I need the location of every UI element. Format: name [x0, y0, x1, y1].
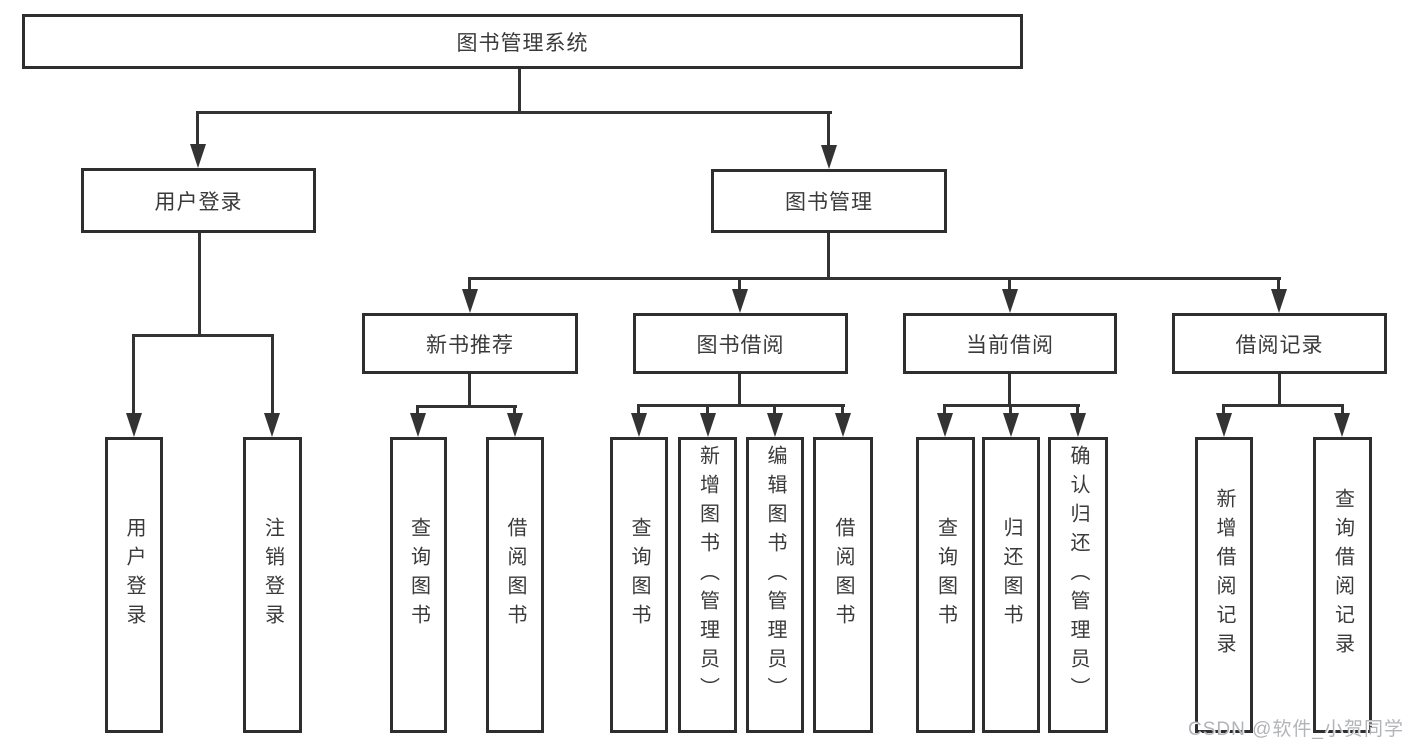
- connector-book-borrowing-split: [637, 404, 845, 407]
- node-book-borrowing: 图书借阅: [633, 313, 848, 374]
- connector-new-books-split: [416, 405, 517, 408]
- leaf-borrow-books-recommend: 借阅图书: [486, 437, 544, 733]
- connector-new-books-stem: [468, 374, 471, 408]
- arrowhead-user-login-icon: [190, 144, 206, 168]
- node-label: 图书管理: [785, 191, 873, 214]
- leaf-query-books-current: 查询图书: [916, 437, 975, 733]
- arrowhead-leaf-icon: [700, 413, 716, 437]
- node-label: 用户登录: [154, 190, 243, 214]
- connector-to-borrow-records: [1277, 277, 1280, 291]
- connector-to-user-login: [196, 111, 199, 147]
- connector-to-book-management: [827, 111, 830, 148]
- node-label: 图书借阅: [696, 333, 785, 357]
- arrowhead-current-borrowing-icon: [1002, 289, 1018, 313]
- node-new-book-recommendation: 新书推荐: [362, 313, 578, 374]
- leaf-label: 查询图书: [934, 517, 957, 633]
- leaf-query-borrow-record: 查询借阅记录: [1313, 437, 1372, 733]
- node-library-management-system: 图书管理系统: [22, 14, 1023, 69]
- arrowhead-book-borrowing-icon: [732, 289, 748, 313]
- arrowhead-leaf-icon: [835, 413, 851, 437]
- leaf-label: 用户登录: [123, 517, 145, 633]
- arrowhead-leaf-icon: [1070, 413, 1086, 437]
- node-current-borrowing: 当前借阅: [903, 313, 1117, 374]
- connector-to-leaf: [1009, 404, 1012, 418]
- leaf-query-books-borrowing: 查询图书: [610, 437, 668, 733]
- connector-current-borrowing-stem: [1008, 374, 1011, 407]
- connector-book-management-stem: [827, 233, 830, 280]
- connector-to-leaf: [773, 404, 776, 418]
- arrowhead-leaf-icon: [410, 413, 426, 437]
- connector-to-leaf: [706, 404, 709, 418]
- arrowhead-leaf-icon: [631, 413, 647, 437]
- leaf-label: 编辑图书（管理员）: [764, 444, 786, 706]
- arrowhead-leaf-icon: [1003, 413, 1019, 437]
- arrowhead-borrow-records-icon: [1271, 289, 1287, 313]
- leaf-confirm-return-admin: 确认归还（管理员）: [1048, 437, 1108, 733]
- leaf-label: 借阅图书: [504, 517, 526, 633]
- leaf-query-books-recommend: 查询图书: [390, 437, 447, 733]
- leaf-borrow-books: 借阅图书: [813, 437, 873, 733]
- leaf-edit-books-admin: 编辑图书（管理员）: [746, 437, 804, 733]
- connector-to-leaf: [637, 404, 640, 418]
- arrowhead-leaf-icon: [767, 413, 783, 437]
- leaf-label: 查询借阅记录: [1331, 488, 1354, 662]
- leaf-return-books: 归还图书: [982, 437, 1040, 733]
- leaf-label: 借阅图书: [832, 517, 854, 633]
- leaf-label: 查询图书: [407, 517, 430, 633]
- connector-borrow-records-split: [1222, 404, 1344, 407]
- csdn-watermark: CSDN @软件_小贺同学: [1188, 719, 1404, 740]
- connector-to-new-books: [468, 277, 471, 291]
- arrowhead-leaf-icon: [1334, 413, 1350, 437]
- connector-to-leaf: [1341, 404, 1344, 418]
- leaf-label: 归还图书: [1000, 517, 1022, 633]
- connector-to-leaf: [1076, 404, 1079, 418]
- arrowhead-leaf-logout-icon: [264, 413, 280, 437]
- arrowhead-leaf-login-icon: [126, 413, 142, 437]
- node-borrow-records: 借阅记录: [1172, 313, 1387, 374]
- leaf-label: 查询图书: [628, 517, 650, 633]
- leaf-logout: 注销登录: [243, 437, 302, 733]
- leaf-label: 注销登录: [261, 517, 284, 633]
- connector-to-leaf-login: [132, 334, 135, 418]
- arrowhead-book-management-icon: [821, 145, 837, 169]
- leaf-label: 新增借阅记录: [1213, 488, 1235, 662]
- node-label: 借阅记录: [1235, 333, 1324, 357]
- leaf-add-books-admin: 新增图书（管理员）: [678, 437, 737, 733]
- leaf-label: 新增图书（管理员）: [696, 444, 719, 706]
- connector-to-leaf: [1222, 404, 1225, 418]
- connector-to-leaf: [513, 405, 516, 419]
- connector-to-leaf: [841, 404, 844, 418]
- connector-to-leaf-logout: [271, 334, 274, 418]
- connector-to-leaf: [416, 405, 419, 419]
- node-label: 图书管理系统: [456, 31, 589, 55]
- arrowhead-leaf-icon: [507, 413, 523, 437]
- leaf-add-borrow-record: 新增借阅记录: [1195, 437, 1253, 733]
- connector-borrow-records-stem: [1278, 374, 1281, 407]
- connector-to-current-borrowing: [1008, 277, 1011, 291]
- arrowhead-new-books-icon: [462, 289, 478, 313]
- arrowhead-leaf-icon: [937, 413, 953, 437]
- node-label: 当前借阅: [966, 333, 1054, 357]
- connector-root-split: [196, 111, 832, 114]
- connector-book-management-split: [468, 277, 1281, 280]
- node-book-management: 图书管理: [711, 169, 947, 233]
- connector-user-login-split: [132, 334, 274, 337]
- connector-to-leaf: [943, 404, 946, 418]
- arrowhead-leaf-icon: [1216, 413, 1232, 437]
- connector-to-book-borrowing: [738, 277, 741, 291]
- connector-user-login-stem: [198, 233, 201, 337]
- node-user-login: 用户登录: [81, 168, 316, 233]
- leaf-user-login: 用户登录: [105, 437, 163, 733]
- leaf-label: 确认归还（管理员）: [1067, 444, 1089, 706]
- connector-book-borrowing-stem: [738, 374, 741, 407]
- connector-root-stem: [518, 69, 521, 114]
- node-label: 新书推荐: [426, 333, 514, 357]
